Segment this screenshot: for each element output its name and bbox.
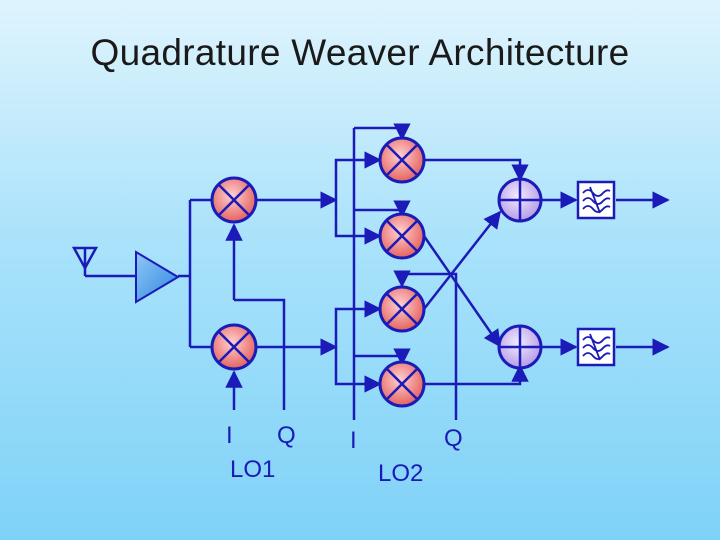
lo1-label: LO1	[230, 456, 276, 483]
mixer-lo1-q	[210, 323, 258, 371]
mixer2-4-output	[424, 364, 529, 386]
lo1-q-label: Q	[277, 422, 296, 449]
mixer-lo2-4	[378, 360, 426, 408]
mixer2-3-output	[423, 210, 502, 310]
adder-top	[497, 177, 543, 223]
filter-bottom	[576, 327, 616, 367]
lo1-q-wire	[234, 298, 286, 410]
lna-amplifier	[135, 250, 180, 304]
page-title: Quadrature Weaver Architecture	[90, 32, 630, 73]
adder-bottom	[497, 324, 543, 370]
filter-top	[576, 180, 616, 220]
lo2-label: LO2	[378, 460, 424, 487]
lo2-i-label: I	[350, 427, 357, 454]
lo2-q-label: Q	[444, 425, 463, 452]
mixer-lo2-1	[378, 136, 426, 184]
mixer2-2-output	[422, 235, 502, 348]
lo2-q-wire	[393, 270, 458, 420]
mixer-lo1-i	[210, 176, 258, 224]
mixer2-1-output	[424, 158, 529, 182]
lo1-i-label: I	[226, 422, 233, 449]
mixer-lo2-3	[378, 285, 426, 333]
mixer-lo2-2	[378, 212, 426, 260]
antenna-icon	[71, 246, 136, 278]
